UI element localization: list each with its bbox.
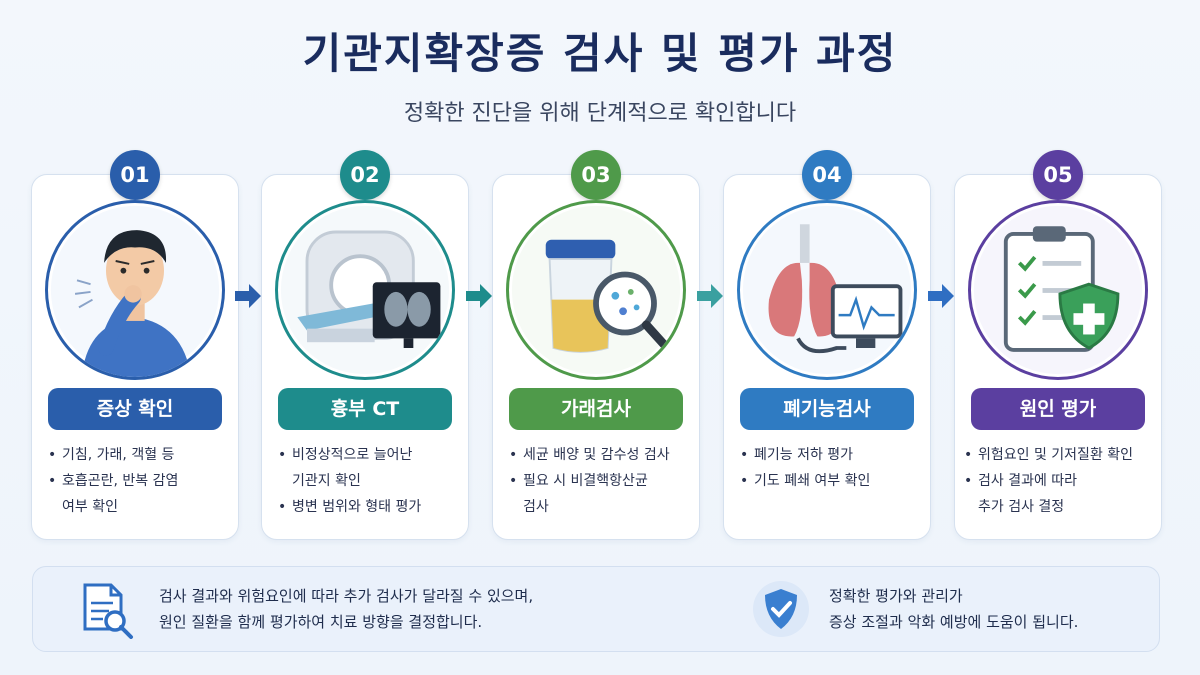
page-title: 기관지확장증 검사 및 평가 과정: [302, 29, 898, 78]
right-arrow-icon: [695, 281, 725, 311]
bullet-item: 폐기능 저하 평가: [736, 442, 926, 468]
shield-check-icon: [751, 579, 811, 639]
bullet-item: 병변 범위와 형태 평가: [274, 494, 464, 520]
step-label-2: 흉부 CT: [278, 388, 452, 430]
page-subtitle: 정확한 진단을 위해 단계적으로 확인합니다: [403, 101, 797, 126]
step-label-5: 원인 평가: [971, 388, 1145, 430]
bullet-item: 위험요인 및 기저질환 확인: [960, 442, 1160, 468]
bullet-item: 기도 폐쇄 여부 확인: [736, 468, 926, 494]
document-search-icon: [79, 581, 135, 639]
step-number-2: 02: [340, 150, 390, 200]
right-arrow-icon: [233, 281, 263, 311]
summary-left-text: 검사 결과와 위험요인에 따라 추가 검사가 달라질 수 있으며, 원인 질환을…: [159, 587, 534, 631]
summary-panel: 검사 결과와 위험요인에 따라 추가 검사가 달라질 수 있으며, 원인 질환을…: [32, 566, 1160, 652]
step-bullets-4: 폐기능 저하 평가 기도 폐쇄 여부 확인: [736, 442, 926, 494]
step-number-4: 04: [802, 150, 852, 200]
step-label-3: 가래검사: [509, 388, 683, 430]
summary-right-text: 정확한 평가와 관리가 증상 조절과 악화 예방에 도움이 됩니다.: [829, 587, 1079, 631]
right-arrow-icon: [926, 281, 956, 311]
step-label-1: 증상 확인: [48, 388, 222, 430]
step-number-1: 01: [110, 150, 160, 200]
lungs-spirometer-icon: [737, 200, 917, 380]
coughing-person-icon: [45, 200, 225, 380]
clipboard-shield-icon: [968, 200, 1148, 380]
sputum-cup-magnifier-icon: [506, 200, 686, 380]
bullet-item: 기침, 가래, 객혈 등: [44, 442, 234, 468]
step-label-4: 폐기능검사: [740, 388, 914, 430]
ct-scanner-icon: [275, 200, 455, 380]
step-number-3: 03: [571, 150, 621, 200]
step-number-5: 05: [1033, 150, 1083, 200]
bullet-item: 세균 배양 및 감수성 검사: [505, 442, 695, 468]
right-arrow-icon: [464, 281, 494, 311]
